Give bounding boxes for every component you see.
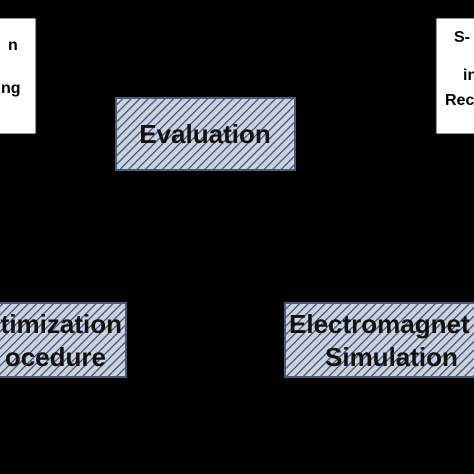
node-top-left: n ng <box>0 17 37 135</box>
node-top-right-box <box>435 17 474 135</box>
node-top-left-line-1: n <box>8 37 18 54</box>
node-top-right-line-3: Rec <box>445 92 474 109</box>
node-simulation-line-1: Electromagnet <box>289 309 470 339</box>
node-simulation-line-2: Simulation <box>325 342 458 372</box>
node-top-right-line-1: S- <box>454 29 470 46</box>
node-optimization-line-2: ocedure <box>5 342 106 372</box>
node-top-right: S- in Rec <box>435 17 474 135</box>
node-optimization-box <box>0 302 127 378</box>
node-simulation: Electromagnet Simulation <box>284 302 474 378</box>
node-evaluation-box <box>115 97 296 171</box>
node-evaluation: Evaluation <box>115 97 296 171</box>
node-evaluation-label: Evaluation <box>139 119 270 149</box>
node-optimization: timization ocedure <box>0 302 127 378</box>
node-top-left-box <box>0 17 37 135</box>
node-optimization-line-1: timization <box>1 309 122 339</box>
node-top-left-line-2: ng <box>1 80 21 97</box>
node-simulation-box <box>284 302 474 378</box>
node-top-right-line-2: in <box>463 67 474 84</box>
